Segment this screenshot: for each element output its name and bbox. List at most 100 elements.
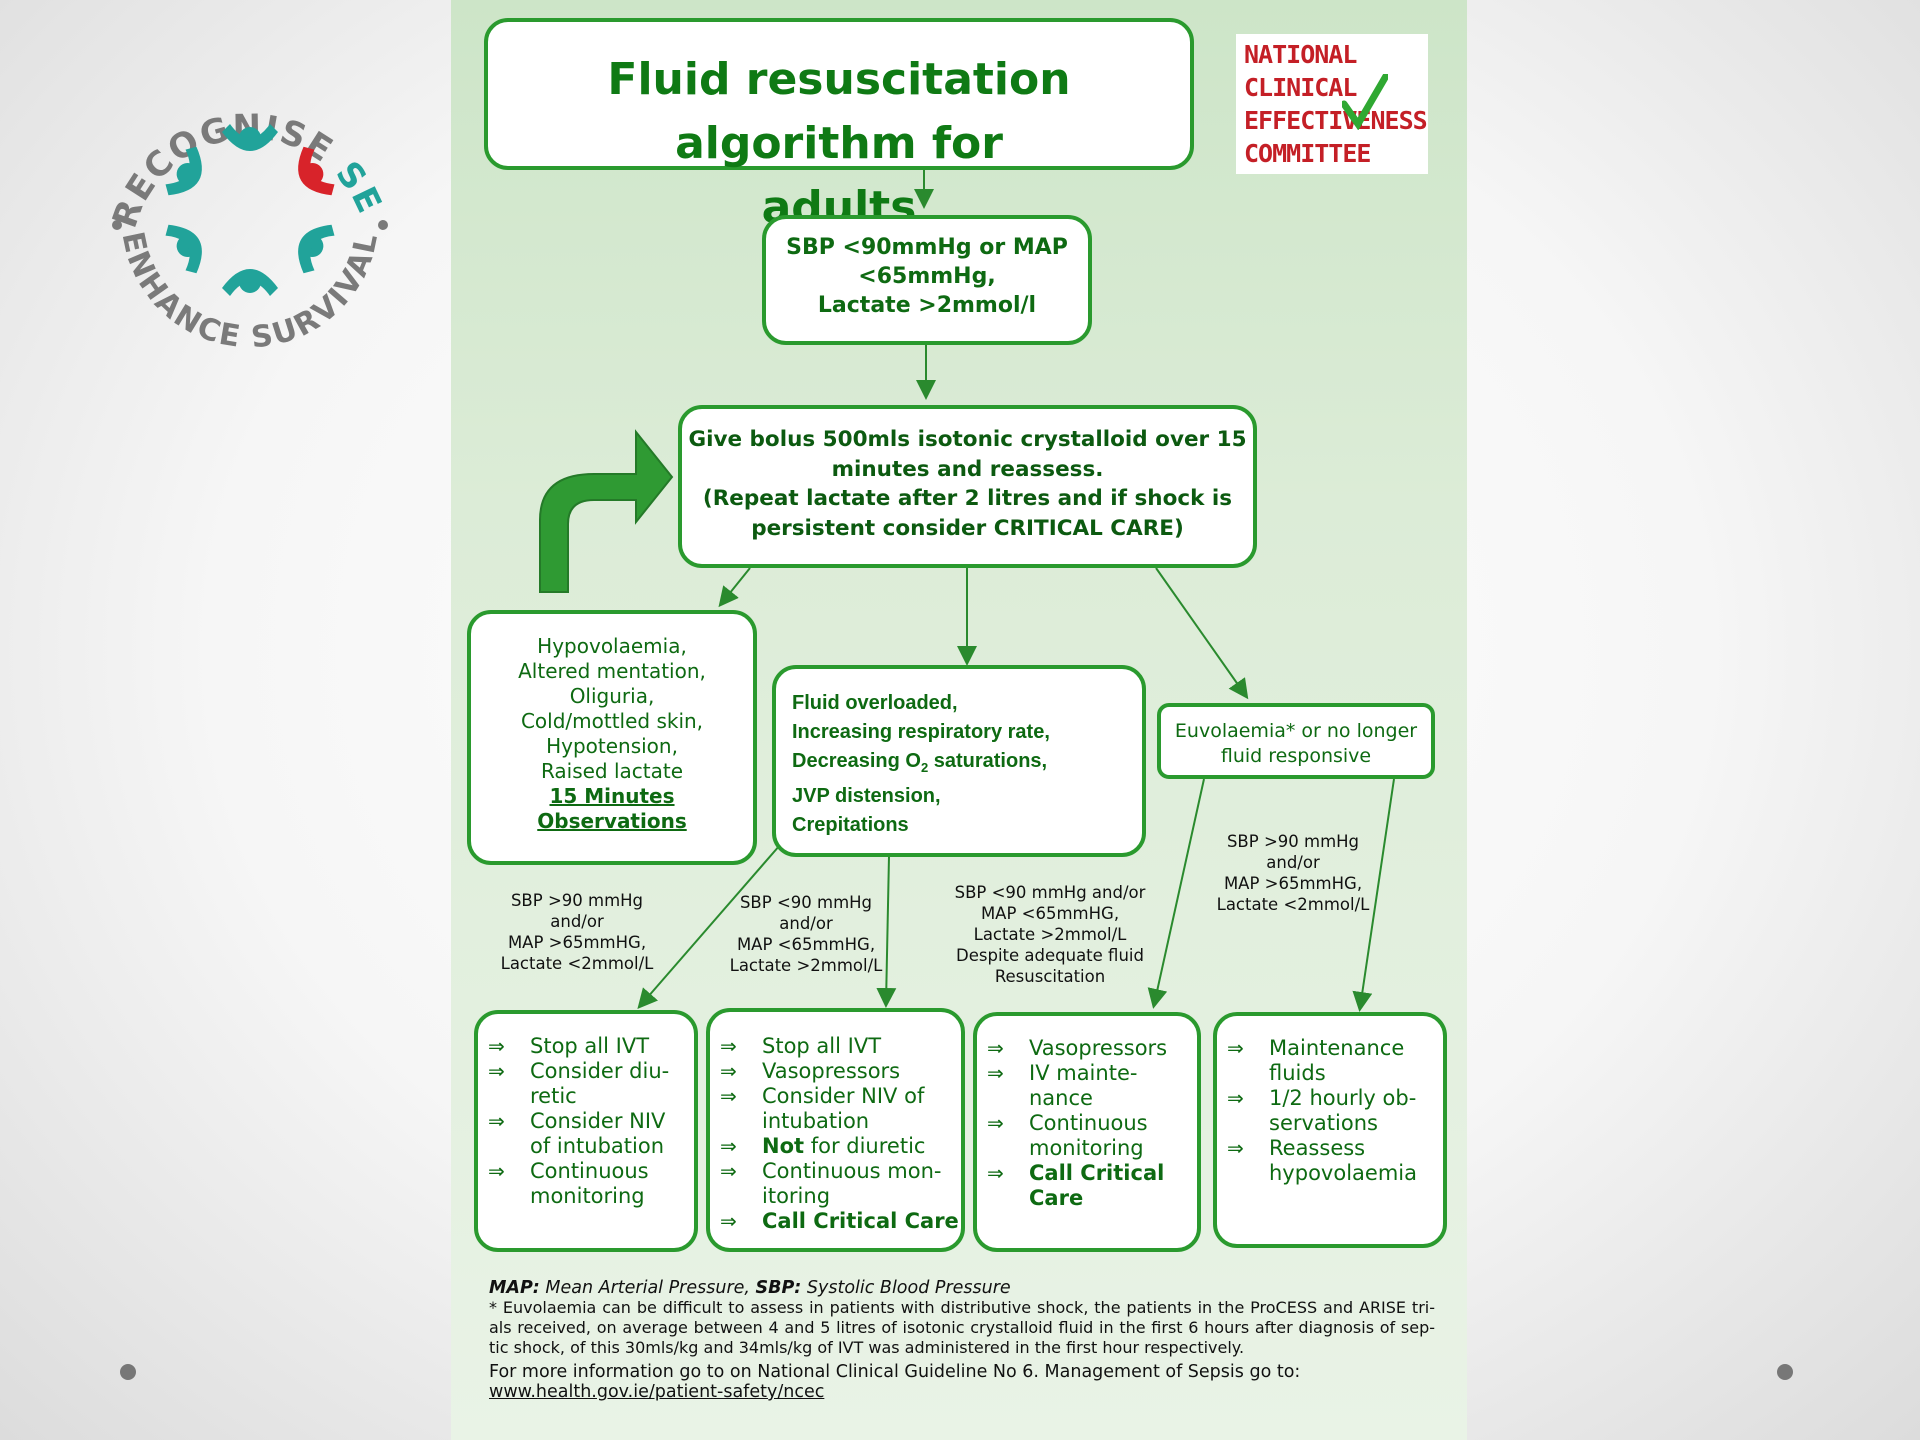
trigger-line: SBP <90mmHg or MAP xyxy=(786,235,1068,260)
cond-line: Lactate >2mmol/L xyxy=(973,925,1127,944)
action-item: ⇒Not for diuretic xyxy=(710,1134,961,1159)
implies-arrow-icon: ⇒ xyxy=(488,1109,505,1133)
hypo-line: Hypovolaemia, xyxy=(537,634,687,658)
action-text: monitoring xyxy=(1029,1136,1144,1160)
cond-line: and/or xyxy=(1266,853,1320,872)
slide-dot-left xyxy=(120,1364,136,1380)
overload-line: JVP distension, xyxy=(792,785,941,807)
action-text: Stop all IVT xyxy=(762,1034,882,1058)
euvolaemia-box: Euvolaemia* or no longer fluid responsiv… xyxy=(1157,703,1435,779)
cond-line: Lactate >2mmol/L xyxy=(729,956,883,975)
action-item: ⇒Call Critical Care xyxy=(710,1209,961,1234)
action-text: IV mainte- xyxy=(1029,1061,1138,1085)
overload-line: Fluid overloaded, xyxy=(792,692,958,714)
condition-label-4: SBP >90 mmHg and/or MAP >65mmHG, Lactate… xyxy=(1200,831,1386,915)
more-info: For more information go to on National C… xyxy=(489,1362,1301,1382)
sbp-abbr: SBP: xyxy=(755,1278,802,1298)
hypovolaemia-box: Hypovolaemia, Altered mentation, Oliguri… xyxy=(467,610,757,865)
cond-line: SBP <90 mmHg and/or xyxy=(954,883,1146,902)
sbp-def: Systolic Blood Pressure xyxy=(801,1278,1011,1298)
implies-arrow-icon: ⇒ xyxy=(987,1036,1004,1060)
ncec-line: CLINICAL xyxy=(1244,73,1357,102)
action-text: hypovolaemia xyxy=(1269,1161,1417,1185)
trigger-line: Lactate >2mmol/l xyxy=(817,293,1037,318)
cond-line: SBP >90 mmHg xyxy=(510,891,644,910)
implies-arrow-icon: ⇒ xyxy=(488,1159,505,1183)
action-text: itoring xyxy=(762,1184,831,1208)
ncec-line: NATIONAL xyxy=(1244,40,1357,69)
action-text: fluids xyxy=(1269,1061,1326,1085)
euvolaemia-line: fluid responsive xyxy=(1220,745,1372,767)
cond-line: and/or xyxy=(779,914,833,933)
hypo-line: Oliguria, xyxy=(569,684,655,708)
bolus-line: persistent consider CRITICAL CARE) xyxy=(751,515,1184,541)
implies-arrow-icon: ⇒ xyxy=(720,1059,737,1083)
people-ring-icon xyxy=(165,124,335,296)
condition-label-3: SBP <90 mmHg and/or MAP <65mmHG, Lactate… xyxy=(948,882,1152,987)
action-text: Consider diu- xyxy=(530,1059,670,1083)
slide-dot-right xyxy=(1777,1364,1793,1380)
map-def: Mean Arterial Pressure, xyxy=(539,1278,756,1298)
action-text: Vasopressors xyxy=(1029,1036,1168,1060)
action-text: monitoring xyxy=(530,1184,645,1208)
condition-label-1: SBP >90 mmHg and/or MAP >65mmHG, Lactate… xyxy=(482,890,672,974)
action-text-bold: Call Critical xyxy=(1029,1161,1165,1185)
recognise-sepsis-logo: RECOGNISE SEPSIS ENHANCE SURVIVAL xyxy=(82,24,405,365)
action-box-3: ⇒Vasopressors ⇒IV mainte-nance ⇒Continuo… xyxy=(973,1012,1201,1252)
action-item: ⇒ Vasopressors xyxy=(710,1059,961,1084)
hypo-line: Cold/mottled skin, xyxy=(520,709,704,733)
o2-prefix: Decreasing O xyxy=(792,750,921,772)
cond-line: Lactate <2mmol/L xyxy=(500,954,654,973)
action-text: Vasopressors xyxy=(762,1059,901,1083)
trigger-criteria-box: SBP <90mmHg or MAP <65mmHg, Lactate >2mm… xyxy=(762,215,1092,345)
cond-line: MAP <65mmHG, xyxy=(736,935,876,954)
implies-arrow-icon: ⇒ xyxy=(987,1111,1004,1135)
cond-line: SBP <90 mmHg xyxy=(739,893,873,912)
hypo-line: Raised lactate xyxy=(540,759,684,783)
action-box-1: ⇒Stop all IVT ⇒Consider diu-retic ⇒Consi… xyxy=(474,1010,698,1252)
action-text: Continuous xyxy=(530,1159,649,1183)
action-text: 1/2 hourly ob- xyxy=(1269,1086,1417,1110)
action-text: Maintenance xyxy=(1269,1036,1405,1060)
ncec-line: COMMITTEE xyxy=(1244,139,1371,168)
overload-line: Increasing respiratory rate, xyxy=(792,721,1050,743)
implies-arrow-icon: ⇒ xyxy=(488,1059,505,1083)
action-item: ⇒Stop all IVT xyxy=(478,1034,694,1059)
action-text-bold: Not xyxy=(762,1134,805,1158)
cond-line: Despite adequate fluid xyxy=(956,946,1144,965)
action-item: ⇒ Vasopressors xyxy=(977,1036,1197,1061)
bolus-line: minutes and reassess. xyxy=(831,456,1104,482)
cond-line: MAP >65mmHG, xyxy=(507,933,647,952)
action-item: ⇒Consider diu-retic xyxy=(478,1059,694,1109)
implies-arrow-icon: ⇒ xyxy=(1227,1086,1244,1110)
action-text-bold: Care xyxy=(1029,1186,1084,1210)
trigger-line: <65mmHg, xyxy=(858,264,996,289)
ncec-logo: NATIONAL CLINICAL EFFECTIVENESS COMMITTE… xyxy=(1236,34,1428,174)
overload-line-o2: Decreasing O2 saturations, xyxy=(792,747,1142,782)
action-item: ⇒IV mainte-nance xyxy=(977,1061,1197,1111)
implies-arrow-icon: ⇒ xyxy=(987,1161,1004,1185)
action-text: nance xyxy=(1029,1086,1093,1110)
action-text: intubation xyxy=(762,1109,870,1133)
observations-link: 15 Minutes xyxy=(549,784,675,808)
action-text: Continuous xyxy=(1029,1111,1148,1135)
bolus-line: Give bolus 500mls isotonic crystalloid o… xyxy=(688,427,1247,452)
bolus-line: (Repeat lactate after 2 litres and if sh… xyxy=(702,486,1233,511)
implies-arrow-icon: ⇒ xyxy=(1227,1136,1244,1160)
action-text-bold: Call Critical Care xyxy=(762,1209,959,1233)
action-text: Reassess xyxy=(1269,1136,1366,1160)
cond-line: Lactate <2mmol/L xyxy=(1216,895,1370,914)
observations-link: Observations xyxy=(537,809,687,833)
footer-notes: MAP: Mean Arterial Pressure, SBP: Systol… xyxy=(489,1278,1435,1402)
hypo-line: Hypotension, xyxy=(546,734,678,758)
implies-arrow-icon: ⇒ xyxy=(720,1034,737,1058)
implies-arrow-icon: ⇒ xyxy=(720,1159,737,1183)
ncec-link[interactable]: www.health.gov.ie/patient-safety/ncec xyxy=(489,1382,825,1402)
